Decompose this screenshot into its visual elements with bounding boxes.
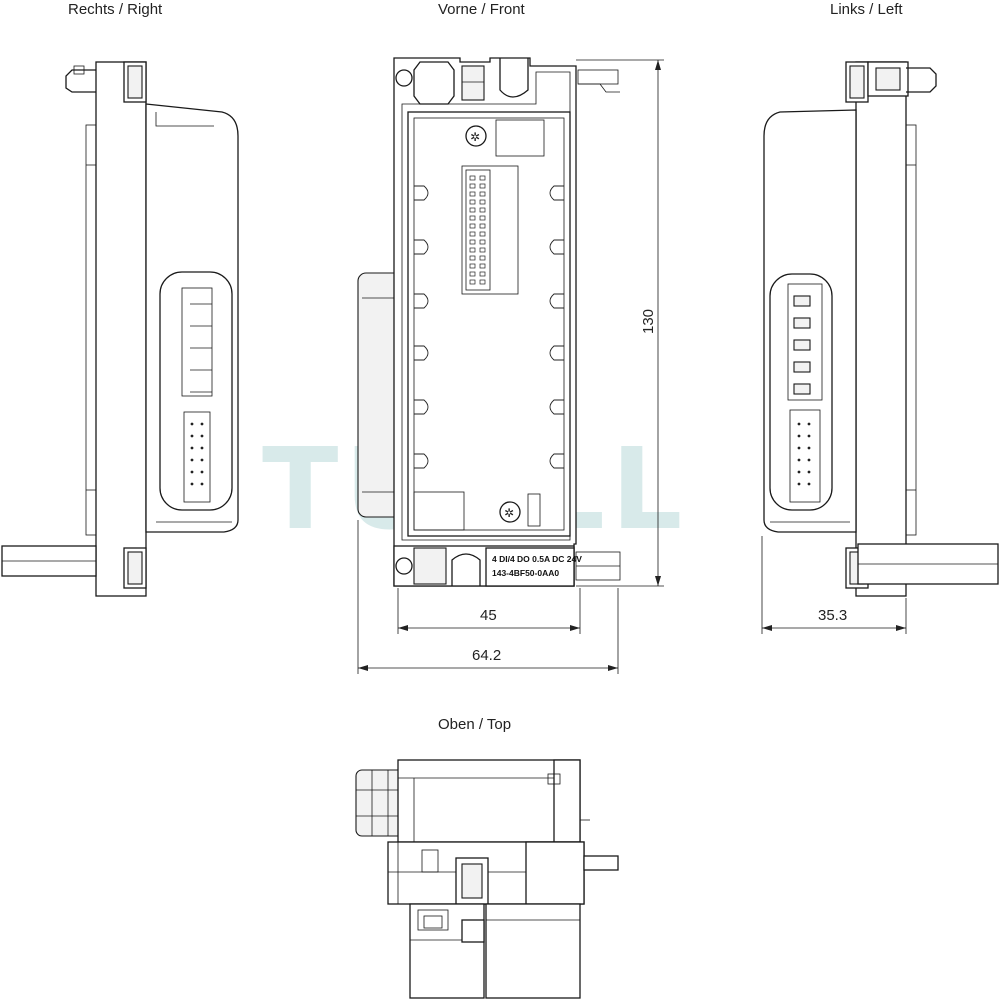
pin xyxy=(479,255,486,261)
dim-depth: 35.3 xyxy=(818,607,847,624)
pin xyxy=(479,279,486,285)
top-view xyxy=(355,759,619,999)
left-view xyxy=(763,61,999,597)
pin xyxy=(469,215,476,221)
pin xyxy=(479,215,486,221)
pin xyxy=(469,231,476,237)
side-notch xyxy=(549,185,564,201)
side-notch xyxy=(549,239,564,255)
svg-text:✲: ✲ xyxy=(504,506,514,520)
pin xyxy=(479,239,486,245)
side-notch xyxy=(414,453,429,469)
pin xyxy=(469,191,476,197)
nameplate-line2: 143-4BF50-0AA0 xyxy=(492,568,559,578)
pin xyxy=(469,239,476,245)
pin xyxy=(479,247,486,253)
right-pin-grid xyxy=(190,422,204,486)
pin xyxy=(469,255,476,261)
front-pin-grid xyxy=(469,175,486,285)
front-view: ✲ ✲ 4 DI/4 DO 0.5A DC 24V 143-4BF50-0AA0 xyxy=(357,57,621,587)
pin xyxy=(479,175,486,181)
pin xyxy=(469,223,476,229)
side-notch xyxy=(414,239,429,255)
view-title-right: Rechts / Right xyxy=(68,1,163,18)
front-notches xyxy=(414,185,564,469)
side-notch xyxy=(549,453,564,469)
dim-height: 130 xyxy=(640,309,657,334)
side-notch xyxy=(549,345,564,361)
right-view xyxy=(1,61,239,597)
pin xyxy=(469,183,476,189)
front-dimensions: 130 45 64.2 xyxy=(357,59,664,674)
view-title-front: Vorne / Front xyxy=(438,1,526,18)
side-notch xyxy=(414,399,429,415)
side-notch xyxy=(549,399,564,415)
pin xyxy=(469,279,476,285)
nameplate-line1: 4 DI/4 DO 0.5A DC 24V xyxy=(492,554,582,564)
side-notch xyxy=(414,345,429,361)
pin xyxy=(469,207,476,213)
side-notch xyxy=(414,185,429,201)
view-title-top: Oben / Top xyxy=(438,716,511,733)
pin xyxy=(479,199,486,205)
left-pin-grid xyxy=(797,422,811,486)
pin xyxy=(479,183,486,189)
pin xyxy=(479,207,486,213)
pin xyxy=(479,271,486,277)
dim-total-width: 64.2 xyxy=(472,647,501,664)
pin xyxy=(479,263,486,269)
dim-inner-width: 45 xyxy=(480,607,497,624)
pin xyxy=(469,199,476,205)
pin xyxy=(479,223,486,229)
pin xyxy=(469,263,476,269)
pin xyxy=(469,175,476,181)
svg-text:✲: ✲ xyxy=(470,130,480,144)
view-title-left: Links / Left xyxy=(830,1,903,18)
side-notch xyxy=(549,293,564,309)
side-notch xyxy=(414,293,429,309)
pin xyxy=(479,231,486,237)
left-dimensions: 35.3 xyxy=(761,536,907,634)
pin xyxy=(469,271,476,277)
pin xyxy=(469,247,476,253)
pin xyxy=(479,191,486,197)
